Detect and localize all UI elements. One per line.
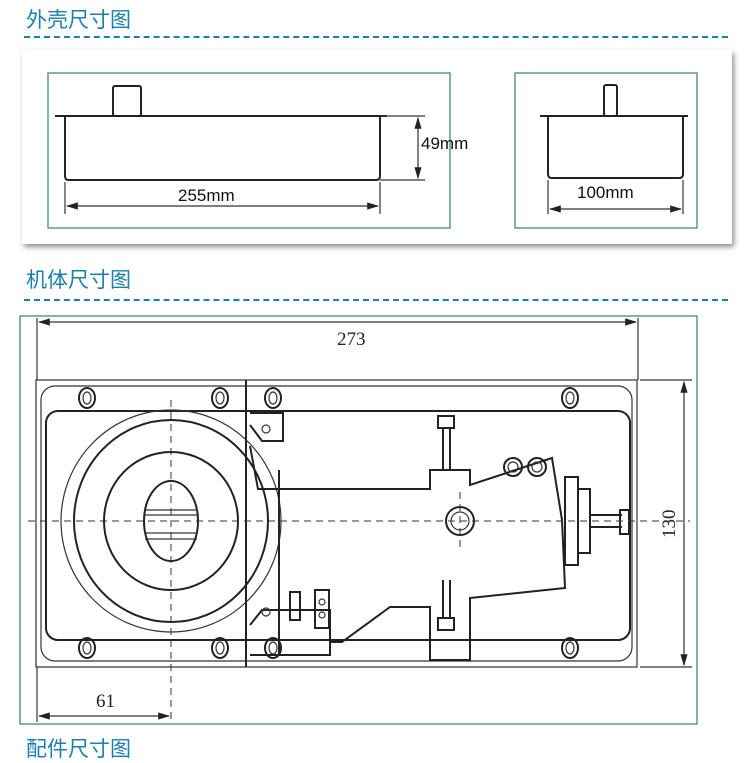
title-divider: [24, 299, 728, 301]
mounting-plate: [35, 379, 638, 668]
screw-hole-icon: [78, 637, 96, 659]
side-view-frame: [47, 72, 451, 229]
body-offset-label: 61: [96, 691, 115, 712]
shell-height-label: 49mm: [421, 134, 468, 153]
plate-rim: [40, 385, 633, 662]
shell-knob: [112, 85, 142, 117]
cavity: [45, 410, 631, 641]
screw-hole-icon: [264, 387, 282, 409]
shell-body: [547, 116, 684, 179]
body-dimensions-title: 机体尺寸图: [26, 268, 131, 292]
title-divider: [24, 36, 728, 38]
screw-hole-icon: [211, 637, 229, 659]
shell-body: [64, 116, 381, 181]
screw-holes: [78, 387, 579, 659]
accessory-dimensions-title: 配件尺寸图: [26, 737, 131, 761]
body-view-frame: [19, 315, 698, 725]
shell-knob: [603, 84, 618, 117]
adjust-bolt: [437, 415, 455, 429]
shell-end-view: 100mm: [514, 72, 698, 229]
body-length-label: 273: [337, 329, 366, 350]
end-view-frame: [514, 72, 698, 229]
screw-hole-icon: [78, 387, 96, 409]
valve-screw-icon: [503, 457, 523, 477]
closer-mechanism: [249, 412, 630, 661]
screw-hole-icon: [561, 637, 579, 659]
body-plan-view: 273 130 61: [19, 315, 698, 725]
screw-hole-icon: [211, 387, 229, 409]
shell-width-label: 100mm: [577, 183, 634, 202]
shell-length-label: 255mm: [178, 186, 235, 205]
valve-screw-icon: [527, 457, 547, 477]
body-width-label: 130: [659, 510, 680, 539]
screw-hole-icon: [561, 387, 579, 409]
adjust-bolt: [437, 617, 455, 631]
shell-dimensions-title: 外壳尺寸图: [26, 8, 131, 32]
shell-side-view: 49mm 255mm: [47, 72, 468, 229]
